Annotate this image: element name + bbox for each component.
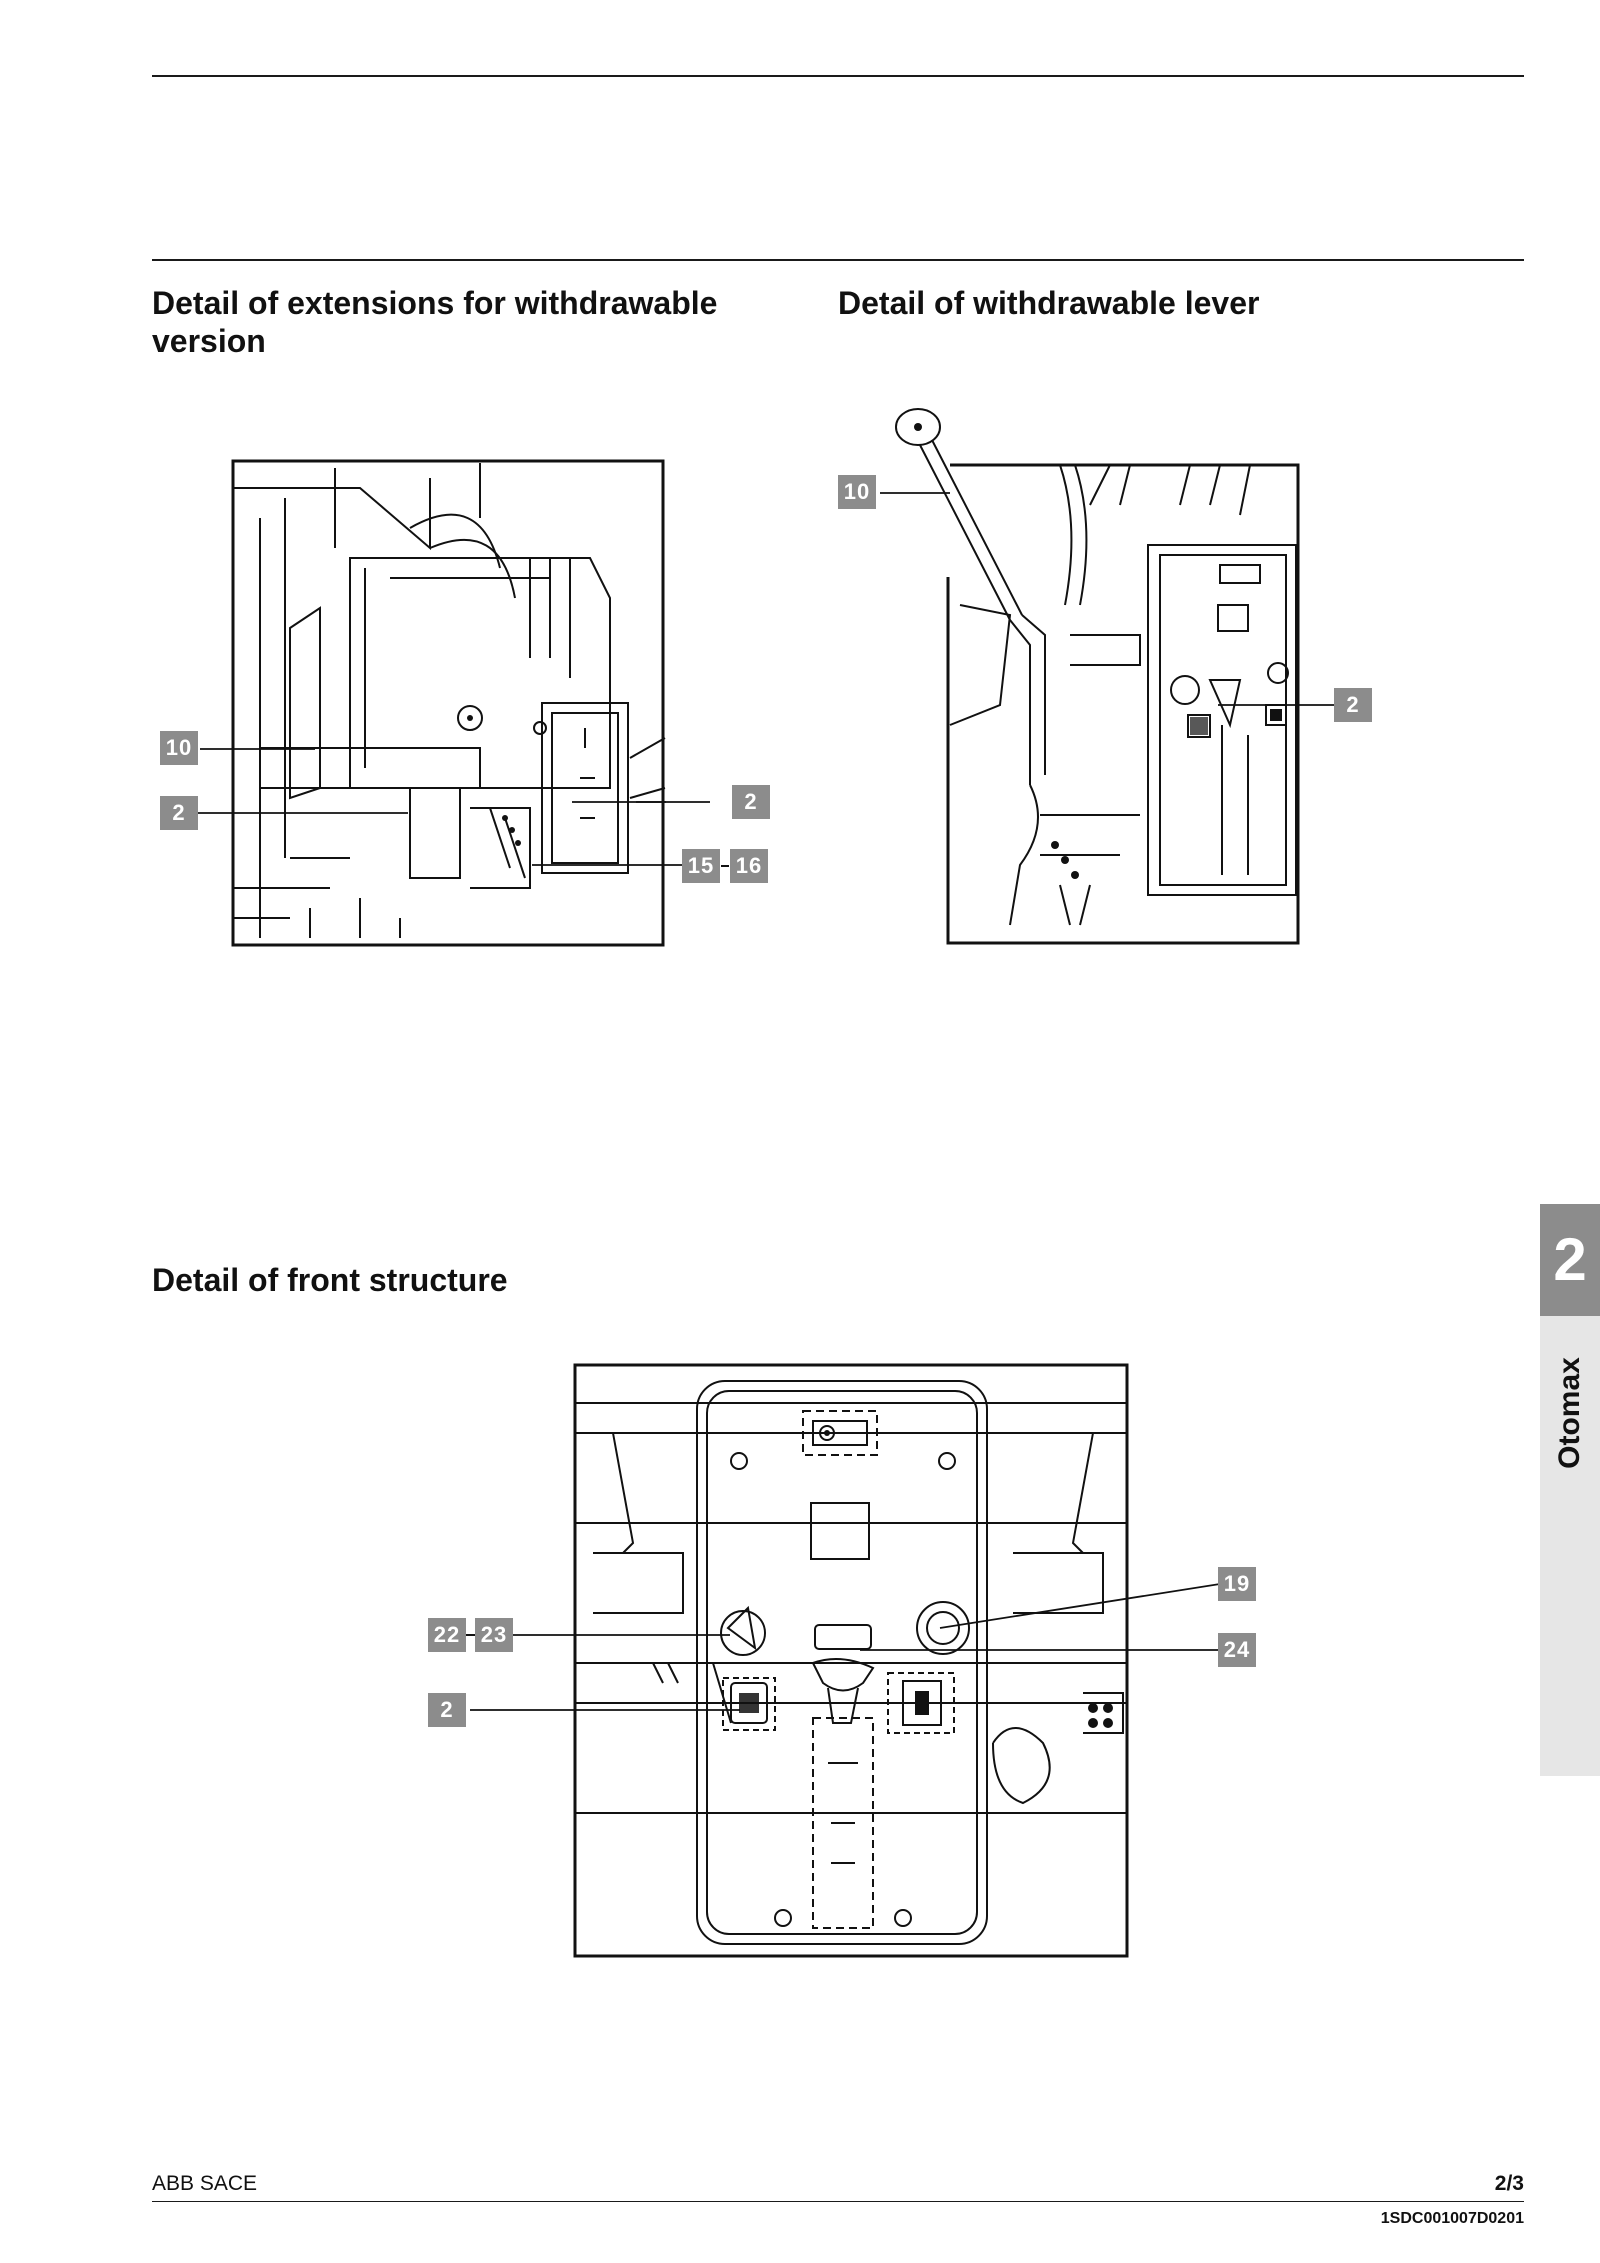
callout-10: 10 (838, 475, 876, 509)
callout-10: 10 (160, 731, 198, 765)
callout-range-dash (721, 865, 729, 867)
callout-2: 2 (428, 1693, 466, 1727)
extensions-leaders (192, 748, 710, 866)
extensions-figure (231, 459, 666, 947)
front-structure-figure (573, 1363, 1129, 1958)
callout-2: 2 (1334, 688, 1372, 722)
footer-rule (152, 2201, 1524, 2202)
callout-2: 2 (732, 785, 770, 819)
callout-22: 22 (428, 1618, 466, 1652)
callout-15: 15 (682, 849, 720, 883)
footer-company: ABB SACE (152, 2172, 258, 2195)
section-rule (152, 259, 1524, 261)
chapter-number-tab: 2 (1540, 1204, 1600, 1316)
heading-front: Detail of front structure (152, 1262, 508, 1298)
callout-range-dash (466, 1634, 475, 1636)
chapter-label-tab: Otomax (1540, 1316, 1600, 1776)
callout-23: 23 (475, 1618, 513, 1652)
footer-doc-code: 1SDC001007D0201 (1380, 2210, 1524, 2227)
front-leaders (470, 1583, 1220, 1711)
chapter-label: Otomax (1553, 1357, 1586, 1469)
lever-leaders (880, 492, 1335, 706)
callout-19: 19 (1218, 1567, 1256, 1601)
callout-24: 24 (1218, 1633, 1256, 1667)
callout-2: 2 (160, 796, 198, 830)
footer-page-number: 2/3 (1494, 2172, 1524, 2195)
callout-16: 16 (730, 849, 768, 883)
heading-lever: Detail of withdrawable lever (838, 285, 1260, 321)
lever-figure (895, 408, 1300, 945)
top-rule (152, 75, 1524, 77)
heading-extensions: Detail of extensions for withdrawable ve… (152, 285, 718, 359)
